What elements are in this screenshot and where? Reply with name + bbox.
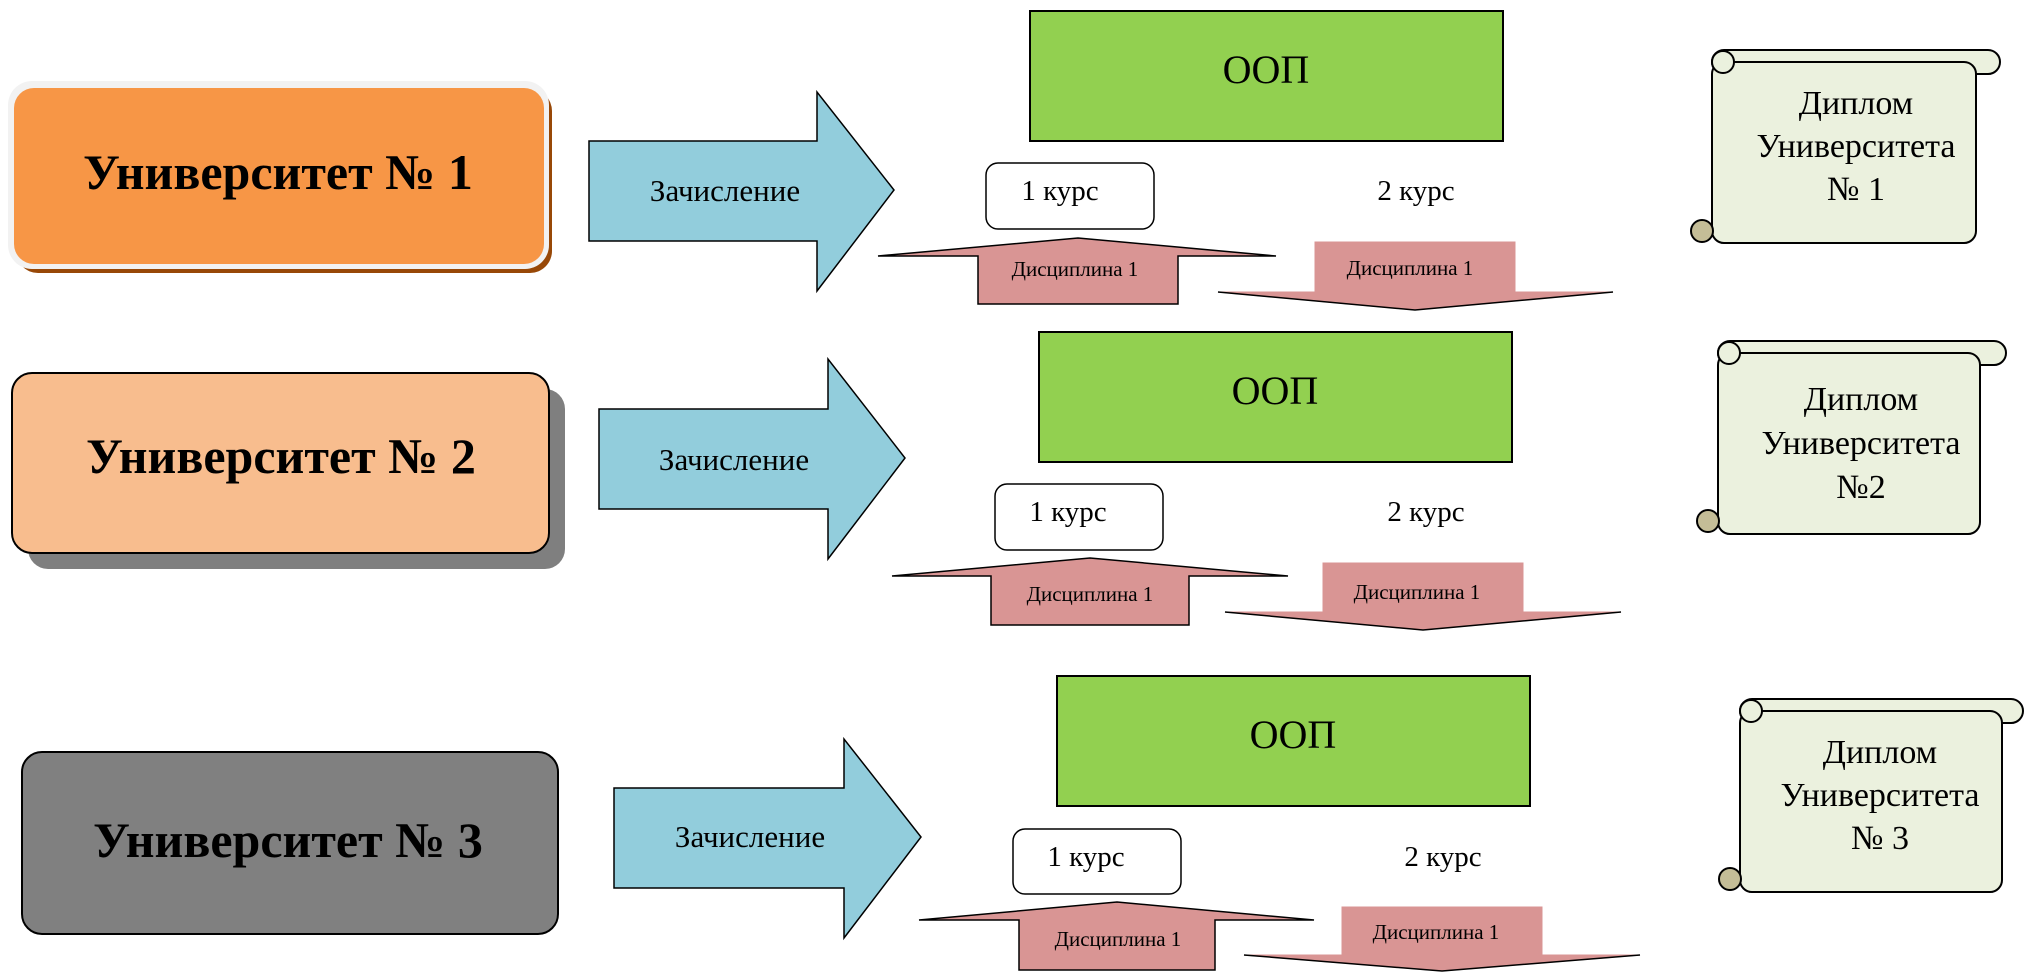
diploma-1-line-2: Университета — [1756, 128, 1955, 165]
enrollment-arrow-1: Зачисление — [588, 89, 895, 294]
discipline-up-arrow-3: Дисциплина 1 — [918, 901, 1315, 971]
enrollment-arrow-3-label: Зачисление — [675, 819, 825, 854]
diploma-3-line-1: Диплом — [1823, 734, 1937, 771]
course-2-label-1: 2 курс — [1377, 175, 1454, 207]
course-1-box-1: 1 курс — [985, 162, 1155, 230]
course-2-label-2: 2 курс — [1387, 496, 1464, 528]
diploma-3-line-2: Университета — [1780, 777, 1979, 814]
university-3-box: Университет № 3 — [21, 751, 559, 935]
program-box-2-label: ООП — [1232, 368, 1319, 413]
university-2-label: Университет № 2 — [86, 428, 476, 484]
diploma-2-line-1: Диплом — [1804, 381, 1918, 418]
course-1-label-3: 1 курс — [1047, 841, 1124, 873]
discipline-up-arrow-2: Дисциплина 1 — [891, 557, 1289, 626]
course-1-box-3: 1 курс — [1012, 828, 1182, 895]
course-1-label-2: 1 курс — [1029, 496, 1106, 528]
enrollment-arrow-2-label: Зачисление — [659, 442, 809, 477]
row-3: Университет № 3 Зачисление ООП 1 курс 2 … — [21, 675, 2024, 972]
diploma-1-line-1: Диплом — [1799, 85, 1913, 122]
diploma-1-line-3: № 1 — [1827, 171, 1885, 208]
discipline-up-label-1: Дисциплина 1 — [1012, 257, 1139, 281]
diploma-3-line-3: № 3 — [1851, 820, 1909, 857]
discipline-down-arrow-2: Дисциплина 1 — [1224, 562, 1622, 631]
discipline-up-label-3: Дисциплина 1 — [1055, 927, 1182, 951]
university-1-label: Университет № 1 — [83, 144, 473, 200]
diploma-2-line-2: Университета — [1761, 425, 1960, 462]
university-2-box: Университет № 2 — [11, 372, 565, 569]
discipline-down-label-1: Дисциплина 1 — [1347, 256, 1474, 280]
course-1-box-2: 1 курс — [994, 483, 1164, 551]
course-1-label-1: 1 курс — [1021, 175, 1098, 207]
diploma-scroll-3: Диплом Университета № 3 — [1718, 698, 2024, 893]
row-2: Университет № 2 Зачисление ООП 1 курс 2 … — [11, 331, 2007, 631]
program-box-1: ООП — [1029, 10, 1504, 142]
program-box-3-label: ООП — [1250, 712, 1337, 757]
discipline-down-label-3: Дисциплина 1 — [1373, 920, 1500, 944]
discipline-down-arrow-3: Дисциплина 1 — [1243, 906, 1641, 972]
university-3-label: Университет № 3 — [93, 812, 483, 868]
diploma-scroll-2: Диплом Университета №2 — [1696, 340, 2007, 535]
row-1: Университет № 1 Зачисление ООП 1 курс 2 … — [8, 10, 2001, 311]
enrollment-arrow-2: Зачисление — [598, 356, 906, 562]
course-2-label-3: 2 курс — [1404, 841, 1481, 873]
discipline-up-label-2: Дисциплина 1 — [1027, 582, 1154, 606]
university-1-box: Университет № 1 — [8, 81, 552, 273]
discipline-down-label-2: Дисциплина 1 — [1354, 580, 1481, 604]
diploma-scroll-1: Диплом Университета № 1 — [1690, 49, 2001, 244]
program-box-3: ООП — [1056, 675, 1531, 807]
diploma-2-line-3: №2 — [1836, 469, 1885, 506]
enrollment-arrow-3: Зачисление — [613, 736, 922, 941]
discipline-up-arrow-1: Дисциплина 1 — [877, 237, 1277, 305]
enrollment-arrow-1-label: Зачисление — [650, 173, 800, 208]
discipline-down-arrow-1: Дисциплина 1 — [1217, 241, 1614, 311]
program-box-2: ООП — [1038, 331, 1513, 463]
program-box-1-label: ООП — [1223, 47, 1310, 92]
